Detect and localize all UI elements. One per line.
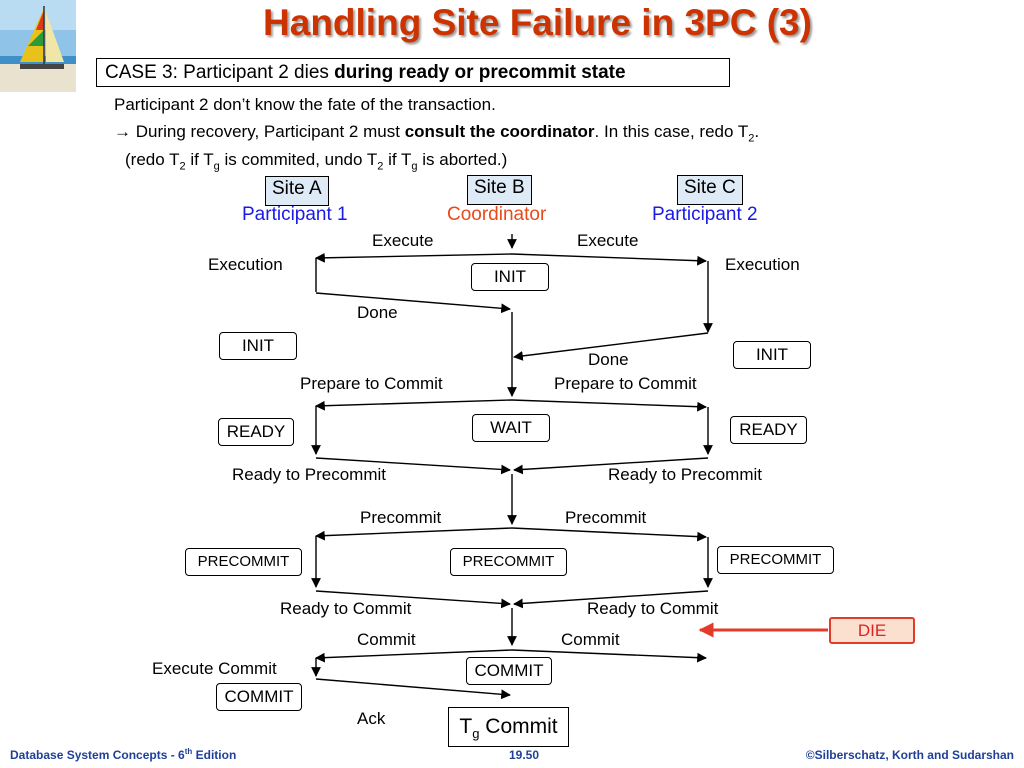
label-done-left: Done: [357, 303, 398, 322]
arrow-commit-right: [511, 649, 707, 663]
label-ready-commit-right: Ready to Commit: [587, 599, 719, 618]
participant-1-label: Participant 1: [242, 204, 348, 225]
arrow-ready-commit-right: [513, 590, 709, 609]
tg-commit-box: Tg Commit: [448, 707, 569, 747]
arrow-ready-commit-left: [315, 590, 511, 609]
slide-title: Handling Site Failure in 3PC (3): [263, 2, 812, 43]
label-commit-right: Commit: [561, 630, 620, 649]
state-a-precommit: PRECOMMIT: [185, 548, 302, 576]
footer-page-number: 19.50: [509, 748, 540, 762]
arrow-precommit-left: [315, 527, 513, 541]
state-c-precommit: PRECOMMIT: [717, 546, 834, 574]
state-a-commit: COMMIT: [216, 683, 302, 711]
arrow-precommit-right: [511, 527, 707, 542]
state-a-init: INIT: [219, 332, 297, 360]
label-execute-left: Execute: [372, 231, 434, 250]
state-c-init: INIT: [733, 341, 811, 369]
state-b-precommit: PRECOMMIT: [450, 548, 567, 576]
note-line-3: (redo T2 if Tg is commited, undo T2 if T…: [125, 150, 508, 173]
die-marker: DIE: [829, 617, 915, 644]
label-execution-left: Execution: [208, 255, 283, 274]
footer-book-title: Database System Concepts - 6th Edition: [10, 747, 237, 762]
site-c-box: Site C: [677, 175, 743, 205]
site-b-box: Site B: [467, 175, 532, 205]
label-ack: Ack: [357, 709, 386, 728]
arrow-execute-left: [315, 252, 513, 263]
label-ready-precommit-left: Ready to Precommit: [232, 465, 386, 484]
state-b-wait: WAIT: [472, 414, 550, 442]
note-line-1: Participant 2 don’t know the fate of the…: [114, 95, 496, 114]
label-done-right: Done: [588, 350, 629, 369]
arrow-ack: [315, 678, 511, 700]
label-prepare-right: Prepare to Commit: [554, 374, 697, 393]
arrow-ready-pre-left: [315, 457, 511, 475]
label-execute-right: Execute: [577, 231, 639, 250]
arrow-done-left: [315, 292, 511, 314]
arrow-prepare-right: [511, 399, 707, 412]
arrow-icon: →: [114, 122, 131, 141]
case-box: CASE 3: Participant 2 dies during ready …: [96, 58, 730, 87]
label-ready-commit-left: Ready to Commit: [280, 599, 412, 618]
footer-copyright: ©Silberschatz, Korth and Sudarshan: [805, 748, 1014, 762]
arrow-execute-right: [511, 253, 707, 266]
case-bold: during ready or precommit state: [334, 62, 626, 83]
label-prepare-left: Prepare to Commit: [300, 374, 443, 393]
coordinator-label: Coordinator: [447, 204, 547, 225]
arrow-commit-left: [315, 649, 513, 663]
state-a-ready: READY: [218, 418, 294, 446]
sailboat-logo: [0, 0, 76, 92]
case-prefix: CASE 3: Participant 2 dies: [105, 62, 335, 83]
label-commit-left: Commit: [357, 630, 416, 649]
label-ready-precommit-right: Ready to Precommit: [608, 465, 762, 484]
label-precommit-left: Precommit: [360, 508, 442, 527]
arrow-ready-pre-right: [513, 457, 709, 475]
label-execution-right: Execution: [725, 255, 800, 274]
arrow-done-right: [513, 332, 709, 361]
arrow-prepare-left: [315, 399, 513, 411]
state-b-init: INIT: [471, 263, 549, 291]
site-a-box: Site A: [265, 176, 329, 206]
note-line-2: → During recovery, Participant 2 must co…: [114, 122, 760, 145]
label-precommit-right: Precommit: [565, 508, 647, 527]
participant-2-label: Participant 2: [652, 204, 758, 225]
state-b-commit: COMMIT: [466, 657, 552, 685]
label-execute-commit: Execute Commit: [152, 659, 277, 678]
state-c-ready: READY: [730, 416, 807, 444]
